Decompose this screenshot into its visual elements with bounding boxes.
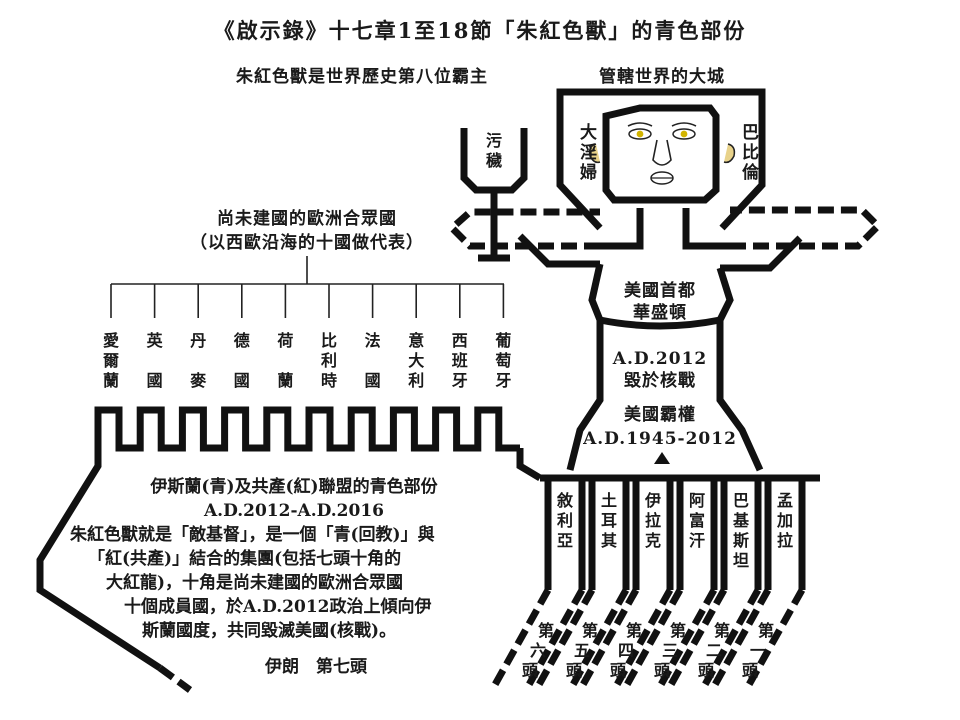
destroyed-label-1: A.D.2012 xyxy=(612,349,707,369)
torso-arrow xyxy=(654,452,670,464)
woman-outer-frame xyxy=(556,88,766,231)
hegemony-label-1: 美國霸權 xyxy=(624,404,696,425)
head-number-label: 第六頭 xyxy=(522,621,554,680)
head-country-label: 土耳其 xyxy=(601,491,617,550)
eu-country-label: 意大利 xyxy=(408,331,424,390)
head-neck-dashed xyxy=(664,588,762,692)
beast-body-left-dashed xyxy=(157,665,193,693)
head-neck xyxy=(764,478,806,590)
capital-label-1: 美國首都 xyxy=(624,280,696,301)
head-country-label: 阿富汗 xyxy=(689,491,705,550)
page-title: 《啟示錄》十七章1至18節「朱紅色獸」的青色部份 xyxy=(214,18,747,43)
left-arm-upper xyxy=(600,208,644,250)
alliance-body-line: 十個成員國，於A.D.2012政治上傾向伊 xyxy=(124,596,431,617)
torso-left-edge xyxy=(566,263,604,471)
eu-country-label: 法國 xyxy=(365,331,381,390)
head-neck-dashed xyxy=(532,588,630,692)
hegemony-label-2: A.D.1945-2012 xyxy=(582,429,737,449)
ten-horns-zigzag xyxy=(94,406,520,452)
alliance-body-line: 斯蘭國度，共同毀滅美國(核戰)。 xyxy=(142,620,396,641)
eu-country-label: 葡萄牙 xyxy=(494,331,511,390)
eu-country-label: 英國 xyxy=(146,331,164,390)
woman-face-frame xyxy=(602,104,720,204)
great-city-label: 管轄世界的大城 xyxy=(599,66,725,87)
eu-heading-1: 尚未建國的歐洲合眾國 xyxy=(217,208,397,229)
head-neck-dashed xyxy=(576,588,674,692)
eu-country-label: 荷蘭 xyxy=(277,331,293,390)
head-country-label: 巴基斯坦 xyxy=(732,491,750,570)
subtitle: 朱紅色獸是世界歷史第八位霸主 xyxy=(236,66,488,87)
eu-heading-2: （以西歐沿海的十國做代表） xyxy=(190,232,424,253)
eu-country-label: 愛爾蘭 xyxy=(102,331,119,390)
woman-figure xyxy=(446,88,883,472)
great-harlot-label: 大淫婦 xyxy=(579,122,598,183)
eu-country-label: 比利時 xyxy=(321,331,337,390)
alliance-body-line: 大紅龍)，十角是尚未建國的歐洲合眾國 xyxy=(106,572,403,593)
alliance-body-line: 「紅(共產)」結合的集團(包括七頭十角的 xyxy=(88,548,401,569)
head-number-label: 第三頭 xyxy=(654,621,686,680)
head-neck xyxy=(676,478,718,590)
capital-label-2: 華盛頓 xyxy=(633,302,687,323)
nose xyxy=(652,139,672,166)
left-eyebrow xyxy=(627,122,653,127)
beast-neck-link xyxy=(516,448,542,482)
babylon-label: 巴比倫 xyxy=(742,123,760,183)
head-country-label: 孟加拉 xyxy=(776,491,793,550)
head-neck-dashed xyxy=(708,588,806,692)
alliance-body-line: 朱紅色獸就是「敵基督」，是一個「青(回教)」與 xyxy=(70,524,435,545)
right-arm-dashed xyxy=(730,206,883,250)
head-number-label: 第四頭 xyxy=(610,621,642,680)
eu-tree xyxy=(110,256,505,318)
eu-country-label: 德國 xyxy=(234,331,250,390)
head-country-label: 敘利亞 xyxy=(556,491,574,550)
right-ear xyxy=(723,143,736,164)
head-number-label: 第五頭 xyxy=(566,621,598,680)
head-neck xyxy=(720,478,762,590)
alliance-heading-1: 伊斯蘭(青)及共產(紅)聯盟的青色部份 xyxy=(149,476,438,497)
right-arm-upper xyxy=(682,208,730,250)
alliance-heading-2: A.D.2012-A.D.2016 xyxy=(203,501,384,521)
destroyed-label-2: 毀於核戰 xyxy=(624,370,696,391)
right-eyebrow xyxy=(671,122,697,127)
head-country-label: 伊拉克 xyxy=(644,491,661,550)
head-number-label: 第一頭 xyxy=(742,621,774,680)
head-neck xyxy=(632,478,674,590)
torso-waist xyxy=(599,316,721,330)
eu-country-label: 西班牙 xyxy=(452,331,468,390)
head-neck xyxy=(588,478,630,590)
left-arm-dashed xyxy=(446,208,600,250)
cup-label: 污穢 xyxy=(486,131,502,170)
alliance-description: 朱紅色獸就是「敵基督」，是一個「青(回教)」與「紅(共產)」結合的集團(包括七頭… xyxy=(70,524,435,641)
eu-country-label: 丹麥 xyxy=(189,331,207,390)
head-neck-dashed xyxy=(488,588,586,692)
head-neck-dashed xyxy=(620,588,718,692)
torso-right-edge xyxy=(716,266,764,472)
right-arm-lower xyxy=(720,235,803,272)
left-ear xyxy=(588,143,601,164)
seventh-head-label: 伊朗 第七頭 xyxy=(264,656,368,677)
left-iris xyxy=(636,130,644,138)
left-arm-lower xyxy=(517,233,600,268)
head-neck xyxy=(544,478,586,590)
head-number-label: 第二頭 xyxy=(698,621,730,680)
beast-body-left xyxy=(36,448,162,671)
right-iris xyxy=(680,130,688,138)
